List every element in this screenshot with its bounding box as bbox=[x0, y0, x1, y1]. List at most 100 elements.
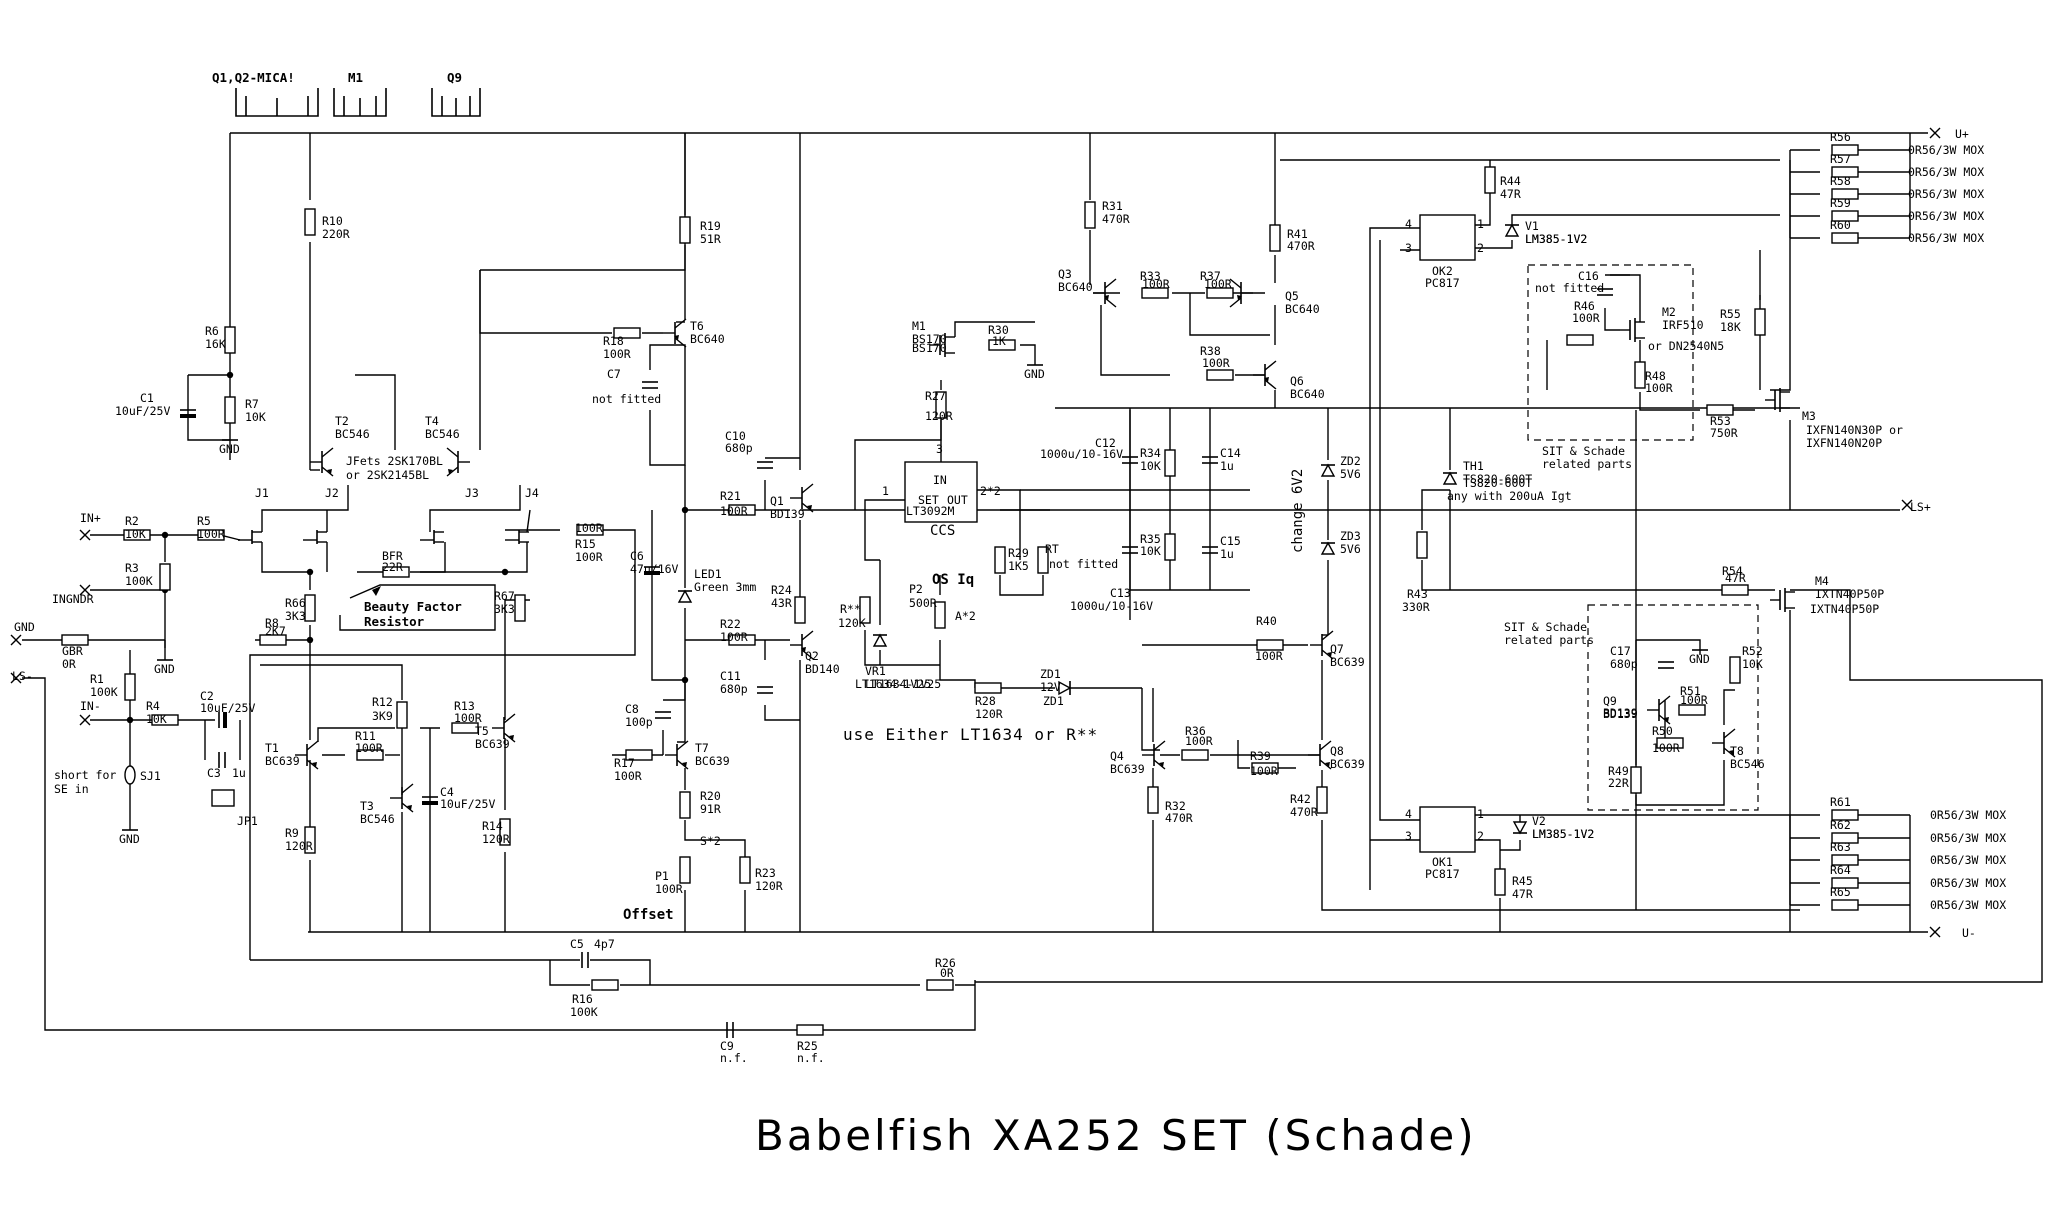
note-short-se-2: SE in bbox=[54, 782, 89, 796]
th1-ref: TH1 bbox=[1463, 459, 1484, 473]
mox-value: 0R56/3W MOX bbox=[1908, 187, 1984, 201]
ok1-value: PC817 bbox=[1425, 867, 1460, 881]
port-gnd: GND bbox=[14, 620, 35, 634]
solder-jumper-sj1 bbox=[124, 765, 136, 785]
heatsink-label-m1: M1 bbox=[348, 70, 363, 85]
resistor-r49 bbox=[1630, 766, 1642, 794]
mox-value: 0R56/3W MOX bbox=[1930, 853, 2006, 867]
ic-ref: LT3092M bbox=[906, 504, 955, 518]
resistor-r38 bbox=[1206, 369, 1234, 381]
resistor-r15 bbox=[576, 524, 604, 536]
r27-ref: R27 bbox=[925, 389, 946, 403]
jp1-ref: JP1 bbox=[237, 814, 258, 828]
resistor-r31 bbox=[1084, 201, 1096, 229]
c15-value: 1u bbox=[1220, 547, 1234, 561]
q8-ref: Q8 bbox=[1330, 744, 1344, 758]
bjt-emitter bbox=[1723, 747, 1736, 758]
resistor-r11 bbox=[356, 749, 384, 761]
wire bbox=[1475, 240, 1513, 249]
c12-value: 1000u/10-16V bbox=[1040, 447, 1123, 461]
c4-value: 10uF/25V bbox=[440, 797, 495, 811]
r21-value: 100R bbox=[720, 504, 748, 518]
mox-value: 0R56/3W MOX bbox=[1930, 808, 2006, 822]
q6-ref: Q6 bbox=[1290, 374, 1304, 388]
bjt-emitter bbox=[503, 732, 516, 743]
schematic-title: Babelfish XA252 SET (Schade) bbox=[755, 1111, 1477, 1160]
r27-value: 120R bbox=[925, 409, 953, 423]
resistor-rt bbox=[1037, 546, 1049, 574]
diode-body bbox=[1058, 680, 1072, 696]
vr1-value: LT1634-1V25 bbox=[865, 677, 941, 691]
ic-lt3092m bbox=[904, 461, 978, 523]
r12-ref: R12 bbox=[372, 695, 393, 709]
wire bbox=[1237, 740, 1250, 769]
r31-value: 470R bbox=[1102, 212, 1130, 226]
wire bbox=[854, 420, 942, 510]
gbr-ref: GBR bbox=[62, 644, 83, 658]
r39-value: 100R bbox=[1250, 764, 1278, 778]
r17-value: 100R bbox=[614, 769, 642, 783]
mox-ref: R57 bbox=[1830, 152, 1851, 166]
port-in-plus: IN+ bbox=[80, 511, 101, 525]
resistor-r21 bbox=[728, 504, 756, 516]
port-in-minus: IN- bbox=[80, 699, 101, 713]
port-u-plus-terminal bbox=[1929, 127, 1941, 139]
resistor-r39 bbox=[1251, 762, 1279, 774]
ic-pin2: 2*2 bbox=[980, 484, 1001, 498]
rxx-ref: R** bbox=[840, 602, 861, 616]
components bbox=[10, 88, 1941, 1038]
resistor-r54 bbox=[1721, 584, 1749, 596]
wire bbox=[954, 321, 1035, 337]
r49-ref: R49 bbox=[1608, 764, 1629, 778]
wire bbox=[684, 820, 746, 870]
mox-value: 0R56/3W MOX bbox=[1930, 898, 2006, 912]
m4-value: IXTN40P50P bbox=[1815, 587, 1884, 601]
resistor-r50 bbox=[1656, 737, 1684, 749]
resistor-r7 bbox=[224, 396, 236, 424]
wire bbox=[1369, 227, 1420, 890]
note-sit-2: SIT & Schade bbox=[1504, 620, 1587, 634]
note-rt-nf: not fitted bbox=[1049, 557, 1118, 571]
q4-ref: Q4 bbox=[1110, 749, 1124, 763]
t2-ref: T2 bbox=[335, 414, 349, 428]
m4-value: IXTN40P50P bbox=[1810, 602, 1879, 616]
ground-label: GND bbox=[154, 662, 175, 676]
bjt-arrow bbox=[509, 735, 514, 740]
note-m2-alt: or DN2540N5 bbox=[1648, 339, 1724, 353]
port-ingndr: INGNDR bbox=[52, 592, 94, 606]
resistor-rxx bbox=[859, 596, 871, 624]
wire bbox=[977, 489, 1021, 560]
bjt-collector bbox=[1104, 278, 1117, 289]
wire bbox=[526, 509, 531, 533]
sj1-ref: SJ1 bbox=[140, 769, 161, 783]
resistor-r2 bbox=[123, 529, 151, 541]
in-plus-terminal bbox=[79, 529, 91, 541]
r2-ref: R2 bbox=[125, 514, 139, 528]
cap-polarity bbox=[223, 712, 227, 728]
heatsink-label-q1q2: Q1,Q2-MICA! bbox=[212, 70, 295, 85]
r30-value: 1K bbox=[992, 334, 1006, 348]
c2-value: 10uF/25V bbox=[200, 701, 255, 715]
resistor-r22 bbox=[728, 634, 756, 646]
wire bbox=[1020, 344, 1036, 365]
t5-value: BC639 bbox=[475, 737, 510, 751]
resistor-r41 bbox=[1269, 224, 1281, 252]
t5-ref: T5 bbox=[475, 724, 489, 738]
bjt-arrow bbox=[682, 762, 687, 767]
jumper-jp1 bbox=[211, 789, 235, 807]
mox-ref: R60 bbox=[1830, 218, 1851, 232]
heatsink-q9 bbox=[431, 88, 481, 117]
ok1-pin2: 2 bbox=[1477, 829, 1484, 843]
wire bbox=[651, 510, 685, 681]
t8-value: BC546 bbox=[1730, 757, 1765, 771]
bjt-collector bbox=[446, 447, 459, 458]
optocoupler-ok2 bbox=[1419, 214, 1476, 261]
vr1-value: LT1634-1V25 bbox=[855, 677, 931, 691]
bjt-arrow bbox=[674, 335, 679, 340]
ls-minus-terminal bbox=[10, 672, 22, 684]
mox-ref: R62 bbox=[1830, 818, 1851, 832]
mox-resistor bbox=[1831, 854, 1859, 866]
diode-body bbox=[872, 633, 888, 647]
c9-ref: C9 bbox=[720, 1039, 734, 1053]
resistor-r36 bbox=[1181, 749, 1209, 761]
